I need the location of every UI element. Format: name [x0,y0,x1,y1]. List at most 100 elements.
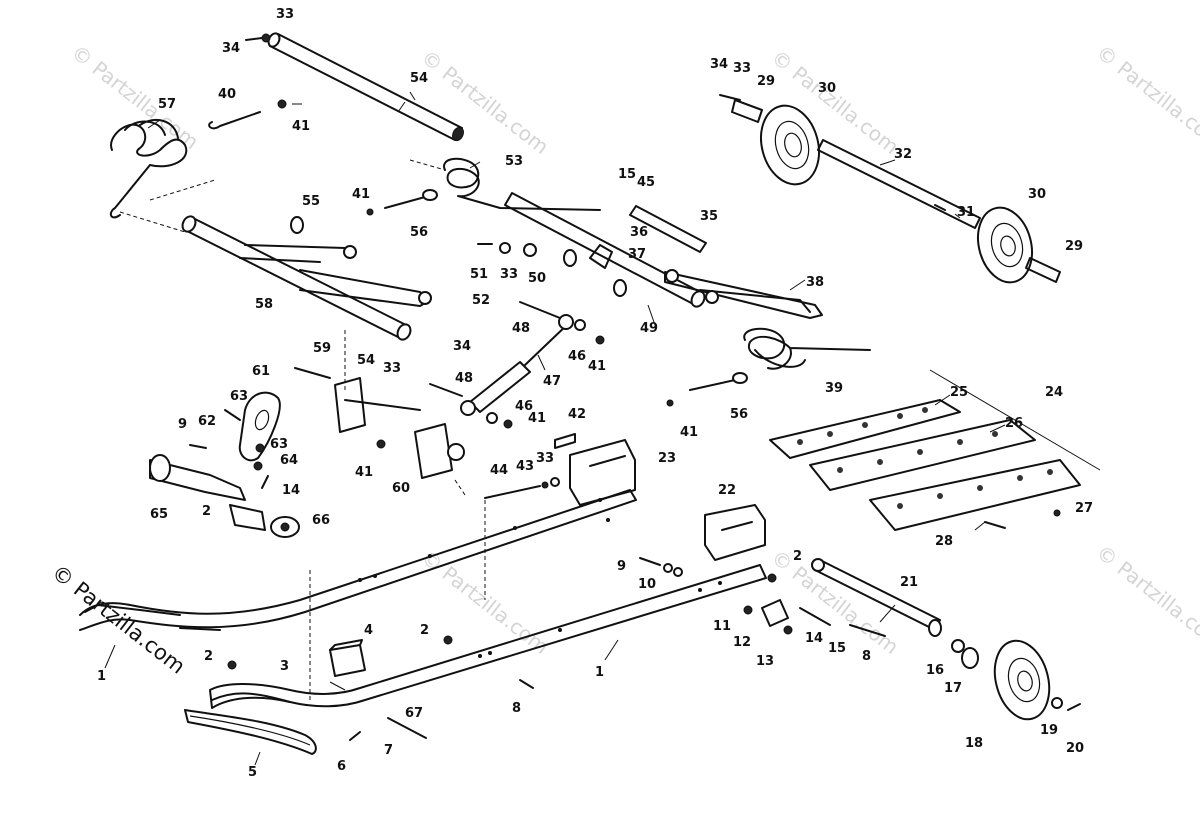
callout-66: 66 [312,513,330,528]
callout-22: 22 [718,483,736,498]
callout-33: 33 [536,451,554,466]
idler-axle-21 [811,558,1081,721]
callout-33: 33 [500,267,518,282]
callout-14: 14 [805,631,823,646]
callout-46: 46 [568,349,586,364]
callout-7: 7 [384,743,393,758]
callout-2: 2 [204,649,213,664]
callout-59: 59 [313,341,331,356]
callout-8: 8 [862,649,871,664]
callout-41: 41 [588,359,606,374]
callout-29: 29 [757,74,775,89]
callout-47: 47 [543,374,561,389]
callout-56: 56 [730,407,748,422]
callout-3: 3 [280,659,289,674]
callout-48: 48 [512,321,530,336]
callout-33: 33 [276,7,294,22]
callout-33: 33 [733,61,751,76]
callout-45: 45 [637,175,655,190]
callout-41: 41 [528,411,546,426]
callout-24: 24 [1045,385,1063,400]
callout-41: 41 [355,465,373,480]
callout-46: 46 [515,399,533,414]
callout-30: 30 [1028,187,1046,202]
callout-labels: 33 34 54 40 41 57 53 41 56 55 58 52 54 3… [97,7,1093,780]
wear-strip-5 [184,709,317,755]
callout-14: 14 [282,483,300,498]
callout-6: 6 [337,759,346,774]
callout-36: 36 [630,225,648,240]
callout-10: 10 [638,577,656,592]
callout-17: 17 [944,681,962,696]
callout-4: 4 [364,623,373,638]
callout-9: 9 [178,417,187,432]
callout-54: 54 [357,353,375,368]
callout-40: 40 [218,87,236,102]
watermark-text: © Partzilla.com [1092,40,1200,154]
callout-41: 41 [680,425,698,440]
callout-18: 18 [965,736,983,751]
callout-57: 57 [158,97,176,112]
leader-lines [104,91,1006,766]
callout-34: 34 [222,41,240,56]
bolt-34-33 [245,33,271,43]
callout-52: 52 [472,293,490,308]
callout-67: 67 [405,706,423,721]
slide-rail-left [79,489,637,631]
callout-9: 9 [617,559,626,574]
callout-2: 2 [793,549,802,564]
spring-53 [443,157,601,211]
callout-28: 28 [935,534,953,549]
bolt-56-lower [666,372,748,407]
callout-16: 16 [926,663,944,678]
callout-33: 33 [383,361,401,376]
callout-15: 15 [828,641,846,656]
callout-56: 56 [410,225,428,240]
callout-5: 5 [248,765,257,780]
callout-25: 25 [950,385,968,400]
callout-61: 61 [252,364,270,379]
callout-32: 32 [894,147,912,162]
track-clip-panels [769,369,1101,531]
callout-43: 43 [516,459,534,474]
callout-29: 29 [1065,239,1083,254]
callout-48: 48 [455,371,473,386]
callout-58: 58 [255,297,273,312]
callout-20: 20 [1066,741,1084,756]
callout-54: 54 [410,71,428,86]
callout-60: 60 [392,481,410,496]
watermark-text: © Partzilla.com [417,545,553,659]
rear-arm-58 [181,215,432,341]
callout-41: 41 [292,119,310,134]
callout-12: 12 [733,635,751,650]
shock-absorber-47 [429,301,605,429]
callout-64: 64 [280,453,298,468]
bolt-56-upper [366,189,438,216]
washers-51-33-50 [477,242,537,257]
callout-13: 13 [756,654,774,669]
callout-39: 39 [825,381,843,396]
callout-8: 8 [512,701,521,716]
callout-27: 27 [1075,501,1093,516]
rear-small-hardware [639,557,886,637]
callout-44: 44 [490,463,508,478]
callout-26: 26 [1005,416,1023,431]
bracket-22 [704,504,766,561]
callout-34: 34 [710,57,728,72]
callout-21: 21 [900,575,918,590]
watermark-text: © Partzilla.com [1092,540,1200,654]
callout-1: 1 [595,665,604,680]
pin-40 [208,99,287,130]
callout-62: 62 [198,414,216,429]
callout-50: 50 [528,271,546,286]
watermark-text: © Partzilla.com [417,45,553,159]
callout-51: 51 [470,267,488,282]
torsion-spring-57 [109,118,188,219]
callout-11: 11 [713,619,731,634]
spring-39 [743,327,871,370]
callout-2: 2 [420,623,429,638]
callout-63: 63 [230,389,248,404]
slide-rail-right [209,564,767,709]
callout-35: 35 [700,209,718,224]
